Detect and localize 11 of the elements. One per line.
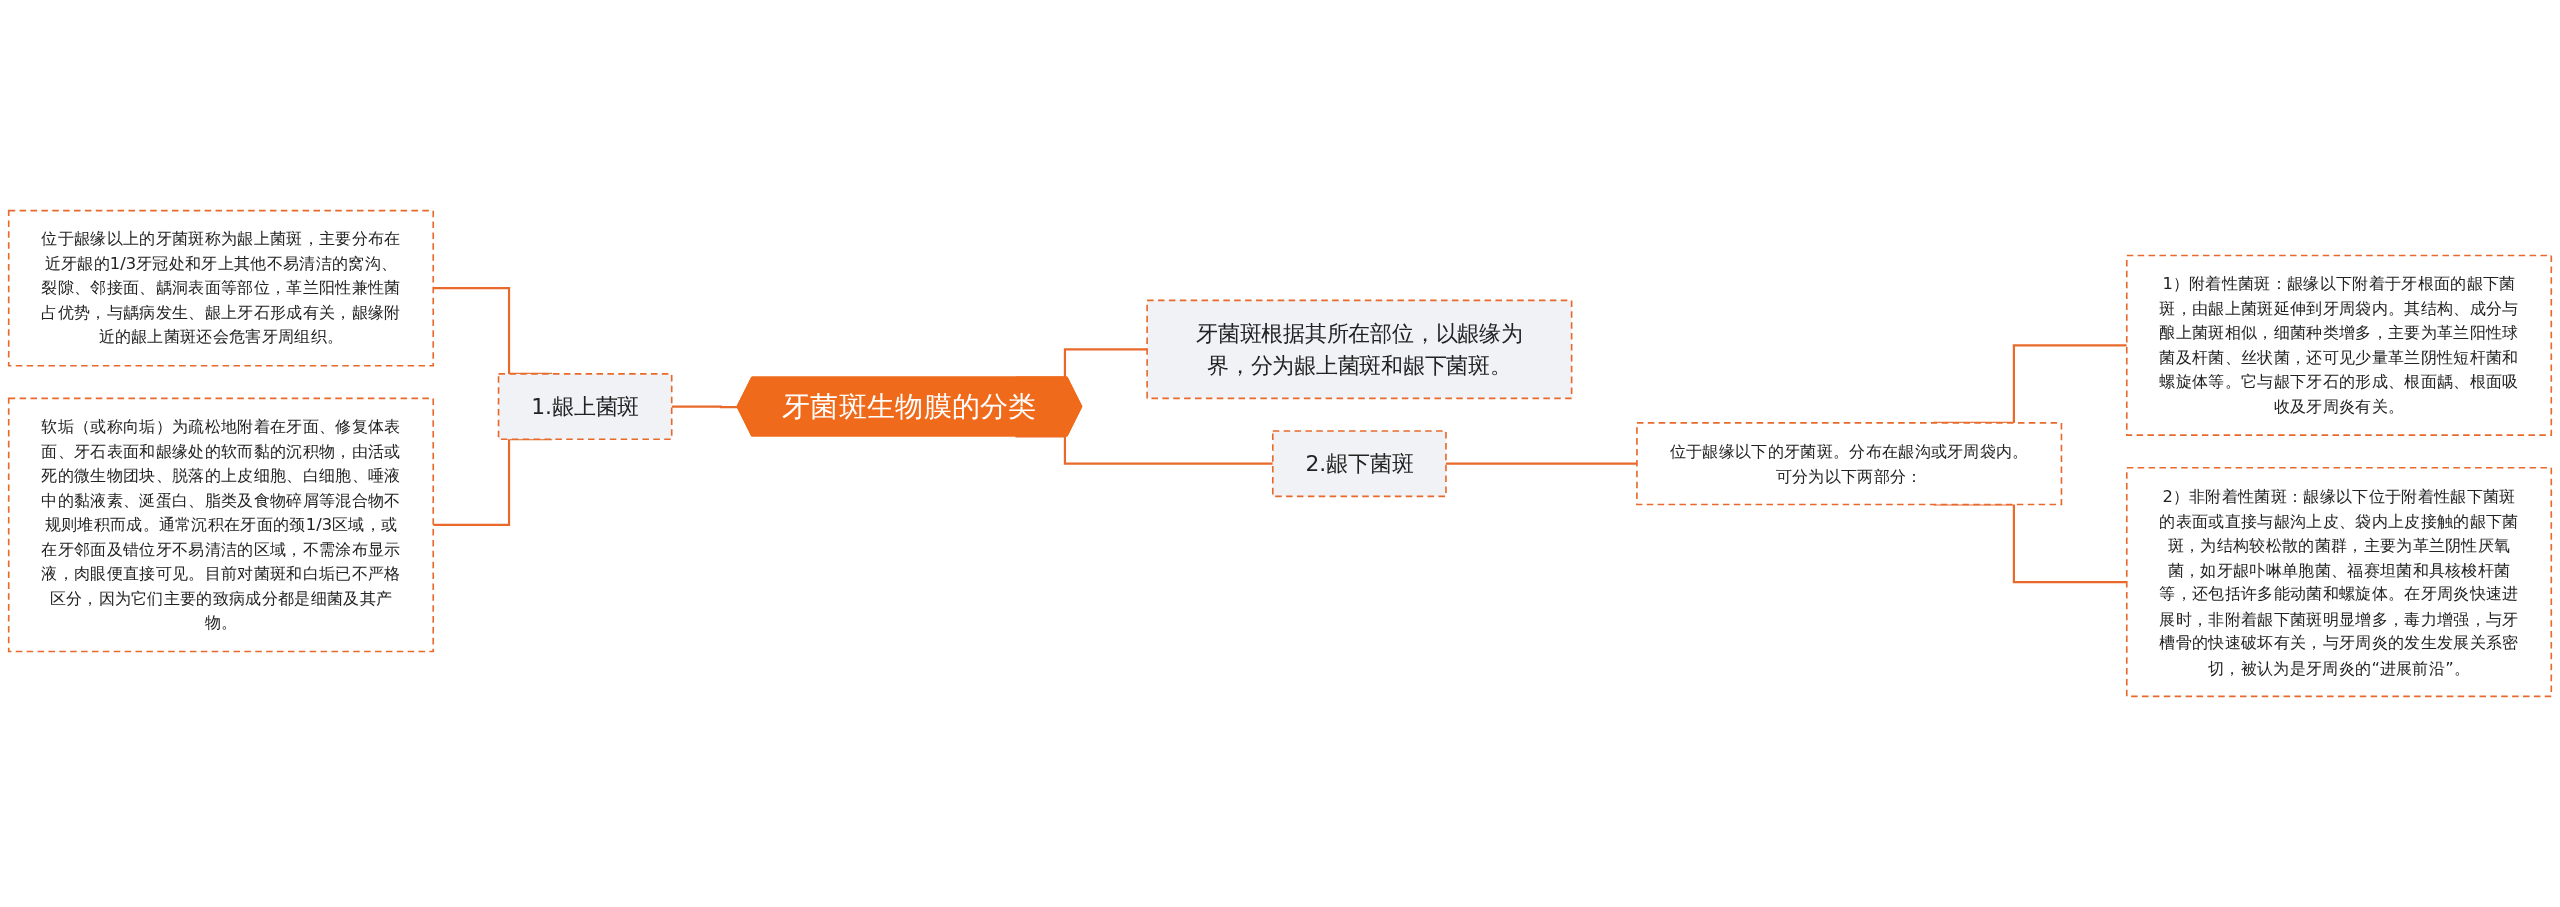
node-box: 2.龈下菌斑 [1271,430,1447,498]
node-box: 位于龈缘以上的牙菌斑称为龈上菌斑，主要分布在近牙龈的1/3牙冠处和牙上其他不易清洁的窝沟、裂隙、邻接面、龋洞表面等部位，革兰阳性兼性菌占优势，与龋病发生、龈上牙石形成有关，龈缘附近的龈上菌斑还会危害牙周组织。 [7,209,435,367]
node-box: 1.龈上菌斑 [497,373,673,441]
node-box: 1）附着性菌斑：龈缘以下附着于牙根面的龈下菌斑，由龈上菌斑延伸到牙周袋内。其结构、成分与酿上菌斑相似，细菌种类增多，主要为革兰阳性球菌及杆菌、丝状菌，还可见少量革兰阴性短杆菌和螺旋体等。它与龈下牙石的形成、根面龋、根面吸收及牙周炎有关。 [2125,254,2553,436]
node-box: 位于龈缘以下的牙菌斑。分布在龈沟或牙周袋内。可分为以下两部分： [1636,422,2063,506]
connector [1015,435,1273,465]
connector [671,405,738,409]
node-box: 软垢（或称向垢）为疏松地附着在牙面、修复体表面、牙石表面和龈缘处的软而黏的沉积物，由活或死的微生物团块、脱落的上皮细胞、白细胞、唾液中的黏液素、涎蛋白、脂类及食物碎屑等混合物不规则堆积而成。通常沉积在牙面的颈1/3区域，或在牙邻面及错位牙不易清洁的区域，不需涂布显示液，肉眼便直接可见。目前对菌斑和白垢已不严格区分，因为它们主要的致病成分都是细菌及其产物。 [7,397,435,653]
connector [1445,462,1637,465]
node-box: 牙菌斑根据其所在部位，以龈缘为界，分为龈上菌斑和龈下菌斑。 [1146,299,1573,400]
node-box: 2）非附着性菌斑：龈缘以下位于附着性龈下菌斑的表面或直接与龈沟上皮、袋内上皮接触的龈下菌斑，为结构较松散的菌群，主要为革兰阴性厌氧菌，如牙龈卟啉单胞菌、福赛坦菌和具核梭杆菌等，还包括许多能动菌和螺旋体。在牙周炎快速进展时，非附着龈下菌斑明显增多，毒力增强，与牙槽骨的快速破坏有关，与牙周炎的发生发展关系密切，被认为是牙周炎的“进展前沿”。 [2125,466,2553,698]
